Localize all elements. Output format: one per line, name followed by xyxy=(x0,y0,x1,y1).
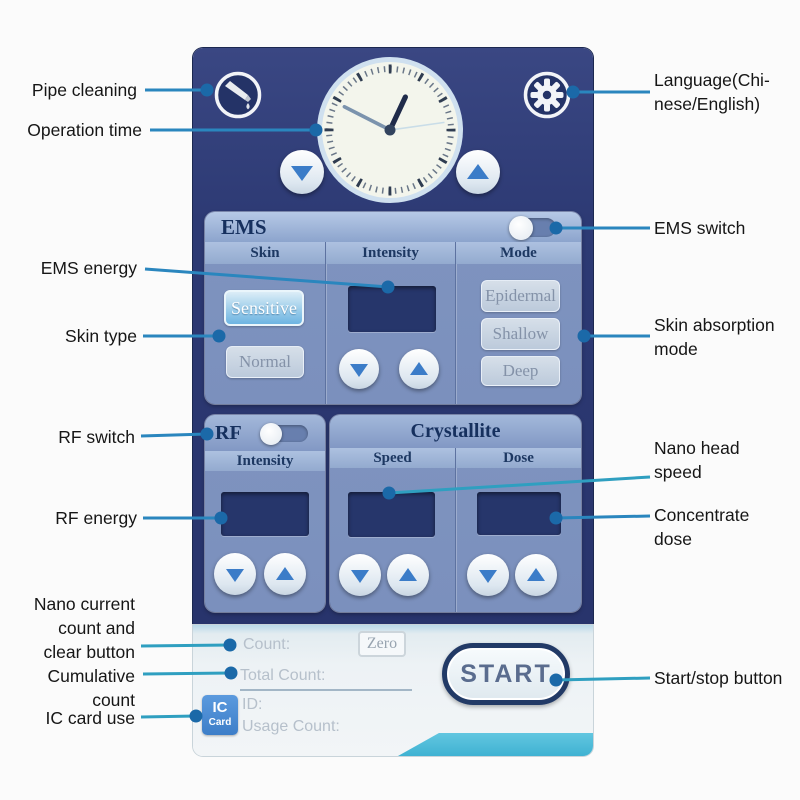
language-settings-button[interactable] xyxy=(522,70,572,120)
time-down-button[interactable] xyxy=(280,150,324,194)
column-divider xyxy=(455,448,456,612)
triangle-down-icon xyxy=(351,569,369,583)
ems-switch[interactable] xyxy=(509,215,556,240)
mode-deep-button[interactable]: Deep xyxy=(481,356,560,386)
gear-icon xyxy=(523,71,571,119)
dose-up-button[interactable] xyxy=(515,554,557,596)
annotation-language: Language(Chi- nese/English) xyxy=(654,70,770,114)
annotation-operation-time: Operation time xyxy=(27,120,142,140)
triangle-up-icon xyxy=(527,568,545,581)
annotation-rf-switch: RF switch xyxy=(58,427,135,447)
triangle-down-icon xyxy=(479,569,497,583)
time-up-button[interactable] xyxy=(456,150,500,194)
triangle-up-icon xyxy=(410,362,428,375)
annotation-skin-type: Skin type xyxy=(65,326,137,346)
column-divider xyxy=(455,242,456,404)
rf-intensity-display xyxy=(221,492,309,536)
ic-badge-line2: Card xyxy=(208,717,232,728)
device-main-panel: EMS Skin Sensitive Normal xyxy=(193,48,593,625)
usage-count-label: Usage Count: xyxy=(242,718,340,735)
ems-switch-knob xyxy=(509,215,533,240)
triangle-up-icon xyxy=(399,568,417,581)
operation-time-clock xyxy=(315,55,465,205)
triangle-up-icon xyxy=(467,163,489,179)
dose-display xyxy=(477,492,561,535)
skin-normal-button[interactable]: Normal xyxy=(226,346,304,378)
connector-ic-card xyxy=(140,714,197,719)
annotation-nano-head-speed: Nano head speed xyxy=(654,438,740,482)
rf-intensity-header: Intensity xyxy=(205,451,325,471)
ems-panel: EMS Skin Sensitive Normal xyxy=(205,212,581,404)
triangle-down-icon xyxy=(291,166,313,181)
triangle-up-icon xyxy=(276,567,294,580)
rf-switch-knob xyxy=(260,422,282,445)
triangle-down-icon xyxy=(350,363,368,377)
rf-intensity-up-button[interactable] xyxy=(264,553,306,595)
ems-intensity-header: Intensity xyxy=(326,242,455,264)
start-button[interactable]: START xyxy=(442,643,570,705)
ic-badge-line1: IC xyxy=(212,699,228,716)
annotation-start-stop: Start/stop button xyxy=(654,668,783,688)
rf-switch[interactable] xyxy=(260,422,308,445)
speed-down-button[interactable] xyxy=(339,554,381,596)
ems-title: EMS xyxy=(221,214,267,239)
count-label: Count: xyxy=(243,636,291,653)
column-divider xyxy=(325,242,326,404)
annotation-concentrate-dose: Concentrate dose xyxy=(654,505,750,549)
ems-intensity-down-button[interactable] xyxy=(339,349,379,389)
annotation-ems-energy: EMS energy xyxy=(40,258,137,278)
footer-divider xyxy=(240,689,412,691)
rf-panel: RF Intensity xyxy=(205,415,325,612)
annotation-rf-energy: RF energy xyxy=(55,508,137,528)
ic-card-badge: IC Card xyxy=(202,695,238,735)
triangle-down-icon xyxy=(226,568,244,582)
rf-title: RF xyxy=(215,421,242,444)
skin-column-header: Skin xyxy=(205,242,325,264)
dose-column-header: Dose xyxy=(456,448,581,468)
id-label: ID: xyxy=(242,696,263,713)
annotation-ic-card-use: IC card use xyxy=(45,708,135,728)
crystallite-panel: Crystallite Speed xyxy=(330,415,581,612)
ems-intensity-display xyxy=(348,286,436,332)
mode-shallow-button[interactable]: Shallow xyxy=(481,318,560,350)
annotation-ems-switch: EMS switch xyxy=(654,218,746,238)
dose-down-button[interactable] xyxy=(467,554,509,596)
mode-epidermal-button[interactable]: Epidermal xyxy=(481,280,560,312)
annotation-pipe-cleaning: Pipe cleaning xyxy=(31,80,137,100)
mode-column-header: Mode xyxy=(456,242,581,264)
device-screen: EMS Skin Sensitive Normal xyxy=(193,48,593,756)
annotation-skin-absorption: Skin absorption mode xyxy=(654,315,775,359)
pipe-cleaning-button[interactable] xyxy=(213,70,263,120)
pipe-cleaning-icon xyxy=(214,71,262,119)
crystallite-title: Crystallite xyxy=(330,415,581,448)
annotation-cumulative-count: Cumulative count xyxy=(47,666,135,710)
clock-icon xyxy=(317,57,463,203)
speed-up-button[interactable] xyxy=(387,554,429,596)
zero-button[interactable]: Zero xyxy=(358,631,406,657)
total-count-label: Total Count: xyxy=(240,667,326,684)
annotation-nano-count: Nano current count and clear button xyxy=(33,594,135,662)
teal-accent-band xyxy=(398,733,593,756)
rf-intensity-down-button[interactable] xyxy=(214,553,256,595)
device-footer-panel: Count: Zero Total Count: IC Card ID: Usa… xyxy=(193,625,593,756)
ems-intensity-up-button[interactable] xyxy=(399,349,439,389)
speed-column-header: Speed xyxy=(330,448,455,468)
speed-display xyxy=(348,492,435,537)
skin-sensitive-button[interactable]: Sensitive xyxy=(224,290,304,326)
